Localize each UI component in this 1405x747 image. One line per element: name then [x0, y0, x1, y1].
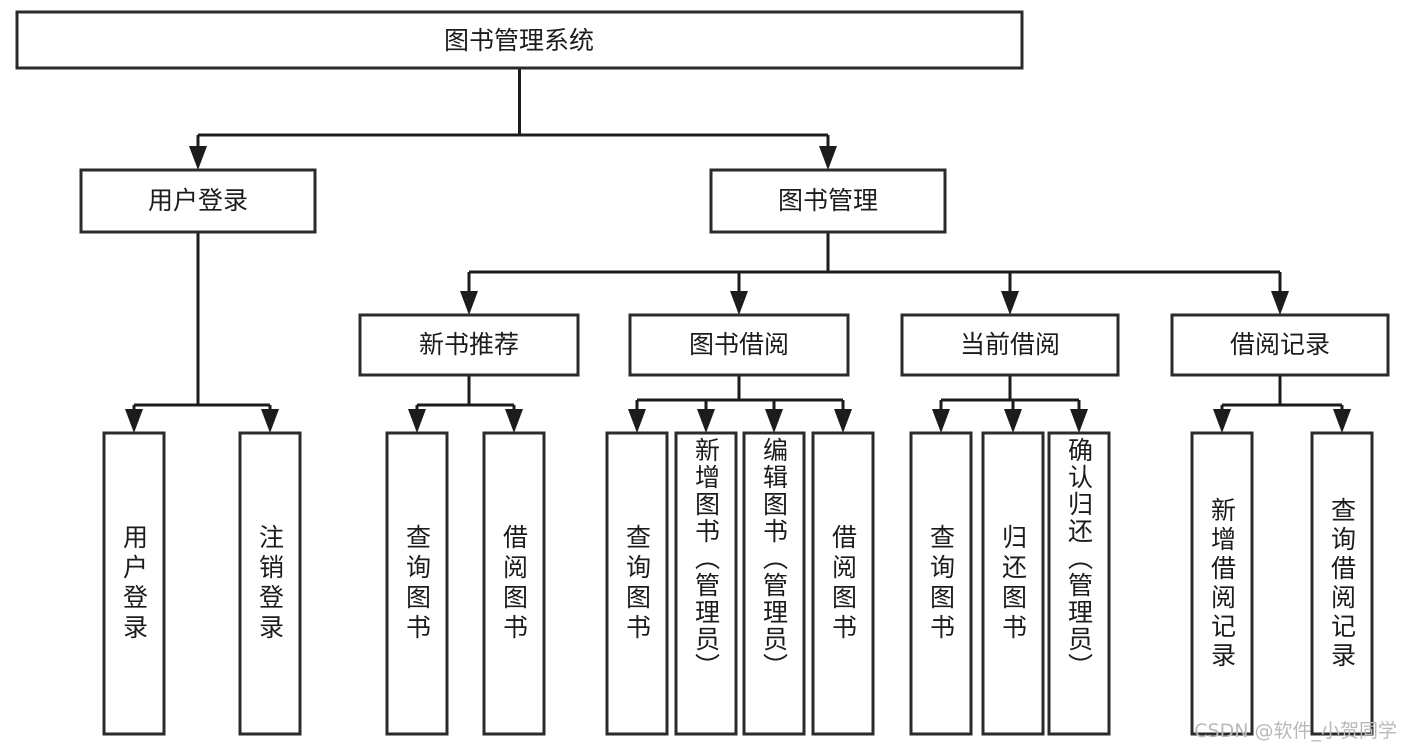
leaf-query-borrow-record-box[interactable] — [1310, 431, 1374, 736]
arrow-leaf-add-borrow-record — [1213, 409, 1231, 433]
leaf-confirm-return-admin-label: 确认归还（管理员） — [1064, 437, 1094, 680]
node-current-borrow[interactable]: 当前借阅 — [900, 313, 1120, 377]
leaf-user-logout-box[interactable] — [238, 431, 302, 736]
node-root[interactable]: 图书管理系统 — [15, 10, 1024, 70]
leaf-return-book-label: 归还图书 — [998, 523, 1028, 644]
leaf-query-book-current-box[interactable] — [909, 431, 973, 736]
arrow-borrow-record — [1271, 291, 1289, 315]
arrow-current-borrow — [1001, 291, 1019, 315]
arrow-leaf-add-book-admin — [697, 409, 715, 433]
arrow-leaf-query-book-borrow — [628, 409, 646, 433]
book-borrow-box[interactable] — [628, 313, 850, 377]
book-borrow-label: 图书借阅 — [689, 330, 789, 359]
leaf-query-book-borrow-box[interactable] — [605, 431, 669, 736]
new-book-recommend-label: 新书推荐 — [419, 330, 519, 359]
arrow-new-book-recommend — [460, 291, 478, 315]
leaf-edit-book-admin-label: 编辑图书（管理员） — [759, 437, 789, 680]
root-label: 图书管理系统 — [444, 26, 594, 55]
node-leaf-return-book[interactable]: 归还图书 — [981, 431, 1045, 736]
arrow-leaf-query-borrow-record — [1333, 409, 1351, 433]
node-user-login[interactable]: 用户登录 — [79, 168, 317, 234]
node-leaf-borrow-book-rec[interactable]: 借阅图书 — [482, 431, 546, 736]
arrow-leaf-user-login — [125, 409, 143, 433]
leaf-query-borrow-record-label: 查询借阅记录 — [1327, 496, 1357, 671]
arrow-book-borrow — [730, 291, 748, 315]
node-leaf-user-logout[interactable]: 注销登录 — [238, 431, 302, 736]
arrow-leaf-edit-book-admin — [765, 409, 783, 433]
arrow-leaf-query-book-rec — [408, 409, 426, 433]
node-leaf-edit-book-admin[interactable]: 编辑图书（管理员） — [742, 431, 806, 736]
arrow-leaf-query-book-current — [932, 409, 950, 433]
node-new-book-recommend[interactable]: 新书推荐 — [358, 313, 580, 377]
arrow-book-management — [819, 146, 837, 170]
node-borrow-record[interactable]: 借阅记录 — [1170, 313, 1390, 377]
book-management-box[interactable] — [709, 168, 947, 234]
node-leaf-query-book-rec[interactable]: 查询图书 — [385, 431, 449, 736]
leaf-edit-book-admin-box[interactable] — [742, 431, 806, 736]
leaf-borrow-book-box[interactable] — [811, 431, 875, 736]
leaf-add-borrow-record-box[interactable] — [1190, 431, 1254, 736]
leaf-query-book-rec-box[interactable] — [385, 431, 449, 736]
leaf-return-book-box[interactable] — [981, 431, 1045, 736]
arrow-leaf-return-book — [1004, 409, 1022, 433]
node-leaf-confirm-return-admin[interactable]: 确认归还（管理员） — [1047, 431, 1111, 736]
node-leaf-query-book-current[interactable]: 查询图书 — [909, 431, 973, 736]
leaf-user-logout-label: 注销登录 — [255, 523, 285, 644]
arrow-leaf-borrow-book-rec — [505, 409, 523, 433]
leaf-query-book-current-label: 查询图书 — [926, 523, 956, 644]
book-management-label: 图书管理 — [778, 186, 878, 215]
arrow-user-login — [189, 146, 207, 170]
leaf-borrow-book-label: 借阅图书 — [828, 523, 858, 644]
user-login-box[interactable] — [79, 168, 317, 234]
current-borrow-label: 当前借阅 — [960, 330, 1060, 359]
leaf-add-borrow-record-label: 新增借阅记录 — [1207, 496, 1237, 671]
leaf-borrow-book-rec-box[interactable] — [482, 431, 546, 736]
current-borrow-box[interactable] — [900, 313, 1120, 377]
user-login-label: 用户登录 — [148, 186, 248, 215]
node-leaf-add-borrow-record[interactable]: 新增借阅记录 — [1190, 431, 1254, 736]
node-leaf-query-book-borrow[interactable]: 查询图书 — [605, 431, 669, 736]
node-leaf-borrow-book[interactable]: 借阅图书 — [811, 431, 875, 736]
leaf-user-login-box[interactable] — [102, 431, 166, 736]
node-leaf-query-borrow-record[interactable]: 查询借阅记录 — [1310, 431, 1374, 736]
leaf-borrow-book-rec-label: 借阅图书 — [499, 523, 529, 644]
leaf-query-book-borrow-label: 查询图书 — [622, 523, 652, 644]
node-leaf-add-book-admin[interactable]: 新增图书（管理员） — [674, 431, 738, 736]
node-leaf-user-login[interactable]: 用户登录 — [102, 431, 166, 736]
new-book-recommend-box[interactable] — [358, 313, 580, 377]
leaf-layer: 用户登录 注销登录 查询图书 借阅图书 — [102, 431, 1374, 736]
leaf-add-book-admin-box[interactable] — [674, 431, 738, 736]
leaf-add-book-admin-label: 新增图书（管理员） — [691, 437, 721, 680]
arrow-leaf-confirm-return-admin — [1070, 409, 1088, 433]
borrow-record-label: 借阅记录 — [1230, 330, 1330, 359]
node-book-borrow[interactable]: 图书借阅 — [628, 313, 850, 377]
arrow-leaf-borrow-book — [834, 409, 852, 433]
leaf-query-book-rec-label: 查询图书 — [402, 523, 432, 644]
leaf-user-login-label: 用户登录 — [119, 523, 149, 644]
borrow-record-box[interactable] — [1170, 313, 1390, 377]
arrow-leaf-user-logout — [261, 409, 279, 433]
edge-layer — [125, 68, 1351, 433]
node-book-management[interactable]: 图书管理 — [709, 168, 947, 234]
leaf-confirm-return-admin-box[interactable] — [1047, 431, 1111, 736]
root-box[interactable] — [15, 10, 1024, 70]
